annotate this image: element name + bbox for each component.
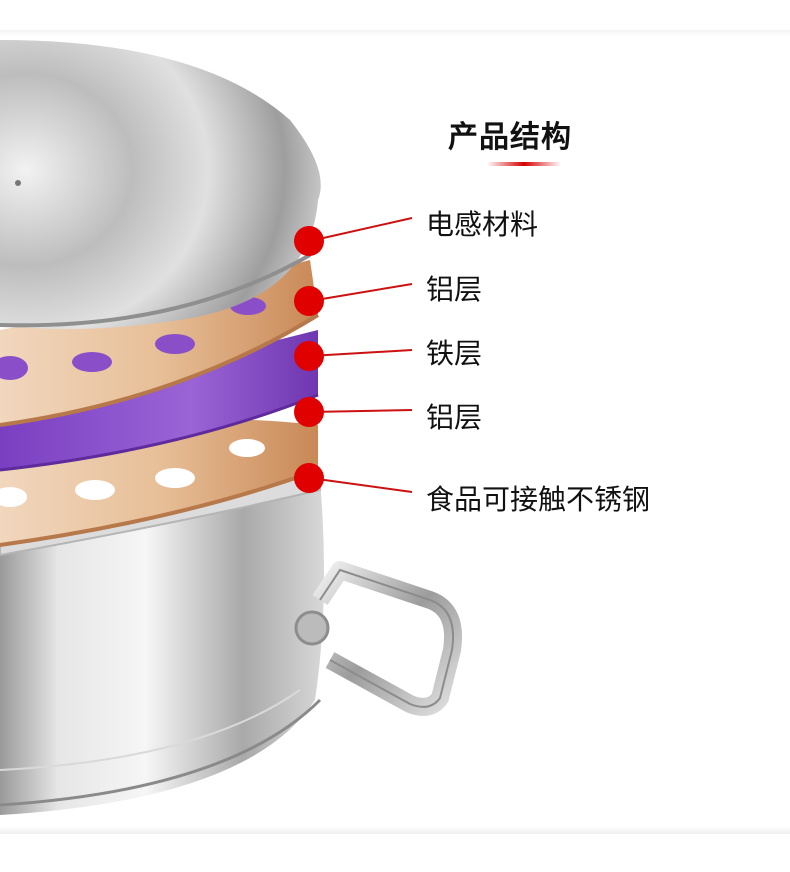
- connector-line-1: [309, 217, 413, 242]
- connector-line-4: [309, 409, 413, 413]
- bottom-border: [0, 826, 790, 834]
- connector-line-2: [309, 283, 413, 302]
- title-underline: [487, 162, 561, 166]
- marker-dot-4: [294, 397, 324, 427]
- iron-layer: [0, 330, 319, 472]
- layer-label-aluminum-lower: 铝层: [426, 401, 483, 434]
- marker-dot-3: [294, 341, 324, 371]
- marker-dot-2: [294, 286, 324, 316]
- layer-label-aluminum-upper: 铝层: [426, 273, 483, 306]
- layer-label-iron: 铁层: [426, 337, 483, 370]
- induction-disc: [0, 40, 321, 329]
- layer-label-induction: 电感材料: [426, 208, 539, 241]
- marker-dot-5: [294, 463, 324, 493]
- pot-body: [0, 480, 324, 815]
- top-border: [0, 30, 790, 36]
- connector-line-3: [309, 349, 413, 357]
- section-title: 产品结构: [448, 120, 572, 155]
- pot-handle: [294, 561, 462, 716]
- connector-line-5: [309, 477, 413, 493]
- marker-dot-1: [294, 226, 324, 256]
- layer-label-stainless: 食品可接触不锈钢: [426, 483, 651, 516]
